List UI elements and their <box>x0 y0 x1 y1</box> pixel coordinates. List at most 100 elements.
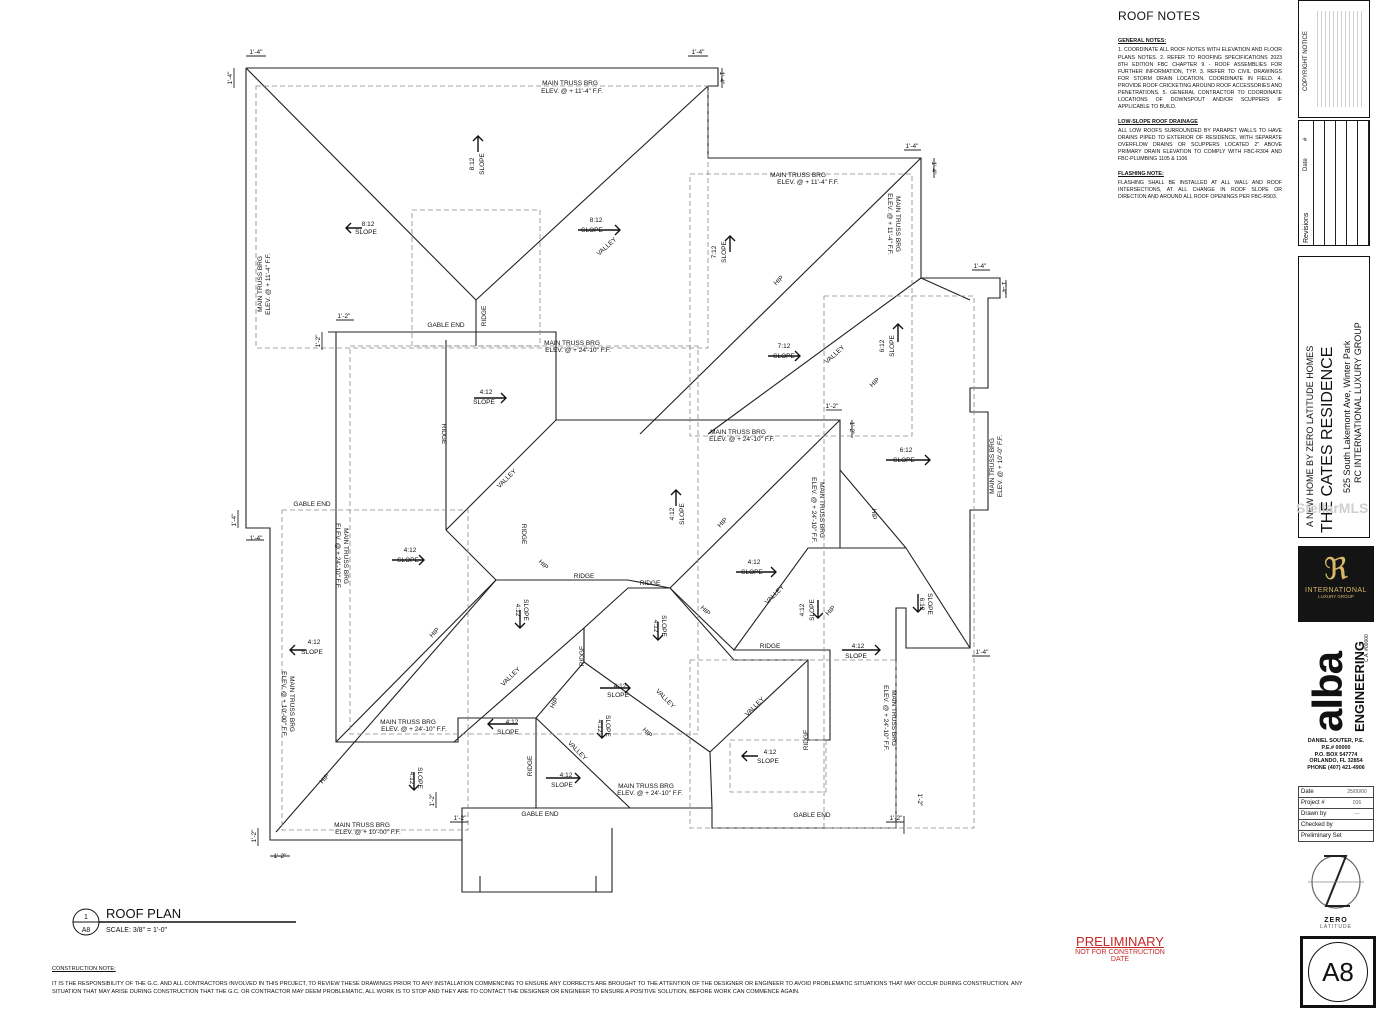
slope-value: 4:12 <box>506 719 519 726</box>
construction-note: CONSTRUCTION NOTE: IT IS THE RESPONSIBIL… <box>52 966 1037 996</box>
general-notes-text: 1. COORDINATE ALL ROOF NOTES WITH ELEVAT… <box>1118 47 1283 110</box>
field-key: Project # <box>1301 800 1325 806</box>
ridge-label: RIDGE <box>760 643 781 650</box>
field-key: Preliminary Set <box>1301 833 1342 839</box>
slope-word: SLOPE <box>893 457 915 464</box>
elev-label: ELEV. @ + 24'-10" F.F. <box>617 790 683 797</box>
revisions-date-header: Date <box>1303 158 1309 171</box>
field-key: Drawn by <box>1301 811 1327 817</box>
zero-logo-text: ZERO <box>1324 917 1348 924</box>
rc-logo: ℜ INTERNATIONAL LUXURY GROUP <box>1298 546 1374 622</box>
ridge-label: RIDGE <box>527 755 534 776</box>
slope-word: SLOPE <box>845 653 867 660</box>
general-notes-heading: GENERAL NOTES: <box>1118 38 1167 45</box>
valley-label: VALLEY <box>566 740 588 762</box>
slope-value: 8:12 <box>590 217 603 224</box>
ridge-label: RIDGE <box>520 524 527 545</box>
ridge-label: RIDGE <box>574 573 595 580</box>
copyright-box: COPYRIGHT NOTICE <box>1298 0 1370 118</box>
elev-label: ELEV. @ + 10'-00" F.F. <box>280 671 287 737</box>
plan-scale: SCALE: 3/8" = 1'-0" <box>106 927 167 934</box>
engineer-contact: DANIEL SOUTER, P.E. P.E.# 00000 P.O. BOX… <box>1298 738 1374 772</box>
sheet-info-row: Checked by <box>1298 820 1374 831</box>
zero-latitude-logo: ZERO LATITUDE <box>1300 848 1372 930</box>
valley-label: VALLEY <box>496 467 518 489</box>
dimension-label: 1'-2" <box>429 793 436 807</box>
construction-note-heading: CONSTRUCTION NOTE: <box>52 966 116 972</box>
elev-label: ELEV. @ + 24'-10" F.F. <box>810 477 817 543</box>
engineer-contact-line: DANIEL SOUTER, P.E. <box>1307 738 1365 744</box>
engineer-contact-line: P.O. BOX 547774 <box>1314 751 1358 758</box>
slope-value: 7:12 <box>711 245 718 258</box>
slope-value: 4:12 <box>852 643 865 650</box>
elev-label: ELEV. @ + 10'-00" F.F. <box>335 829 401 836</box>
slope-word: SLOPE <box>679 503 686 525</box>
slope-word: SLOPE <box>741 569 763 576</box>
rc-monogram-icon: ℜ <box>1323 552 1349 587</box>
brg-label: MAIN TRUSS BRG <box>334 822 390 829</box>
gable-end-label: GABLE END <box>521 811 559 818</box>
slope-value: 6:12 <box>900 447 913 454</box>
brg-label: MAIN TRUSS BRG <box>618 783 674 790</box>
valley-label: VALLEY <box>764 583 786 605</box>
dimension-label: 1'-4" <box>906 143 920 150</box>
engineer-contact-line: PHONE (407) 421-4906 <box>1307 765 1365 771</box>
brg-label: MAIN TRUSS BRG <box>544 340 600 347</box>
slope-value: 4:12 <box>480 389 493 396</box>
slope-value: 4:12 <box>652 620 659 633</box>
hip-label: HIP <box>870 509 877 520</box>
plan-ref-sheet: A8 <box>82 927 91 934</box>
slope-word: SLOPE <box>809 599 816 621</box>
dimension-label: 1'-4" <box>1000 282 1007 296</box>
elev-label: ELEV. @ + 11'-4" F.F. <box>541 88 603 95</box>
preliminary-stamp: PRELIMINARY NOT FOR CONSTRUCTION DATE <box>1060 934 1180 963</box>
slope-value: 4:12 <box>596 720 603 733</box>
revisions-label: Revisions <box>1303 212 1310 243</box>
slope-word: SLOPE <box>660 615 667 637</box>
brg-label: MAIN TRUSS BRG <box>342 528 349 584</box>
dimension-label: 1'-2" <box>274 853 288 860</box>
hip-label: HIP <box>641 727 654 740</box>
valley-label: VALLEY <box>596 236 619 258</box>
ridge-label: RIDGE <box>440 424 447 445</box>
dimension-label: 1'-4" <box>976 649 990 656</box>
slope-value: 4:12 <box>408 772 415 785</box>
dimension-ticks <box>233 55 1007 857</box>
revisions-box: Revisions # Date <box>1298 120 1370 246</box>
construction-note-body: IT IS THE RESPONSIBILITY OF THE G.C. AND… <box>52 981 1023 995</box>
dimension-label: 1'-4" <box>250 535 264 542</box>
stamp-date: DATE <box>1110 956 1130 963</box>
elev-label: ELEV. @ + 11'-4" F.F. <box>777 179 839 186</box>
engineer-ca: C.A. #00000 <box>1364 634 1370 662</box>
plan-labels: MAIN TRUSS BRG ELEV. @ + 11'-4" F.F. MAI… <box>227 49 1007 860</box>
gable-end-label: GABLE END <box>793 812 831 819</box>
hip-label: HIP <box>319 773 331 786</box>
slope-value: 4:12 <box>404 547 417 554</box>
slope-value: 4:12 <box>514 604 521 617</box>
field-key: Date <box>1301 789 1314 795</box>
brg-label: MAIN TRUSS BRG <box>380 719 436 726</box>
brg-label: MAIN TRUSS BRG <box>894 196 901 252</box>
ridge-label: RIDGE <box>579 645 586 666</box>
dimension-label: 1'-2" <box>890 815 904 822</box>
copyright-label: COPYRIGHT NOTICE <box>1303 31 1309 91</box>
plan-title-block: 1 A8 ROOF PLAN SCALE: 3/8" = 1'-0" <box>72 906 296 936</box>
dimension-label: 1'-4" <box>692 49 706 56</box>
dimension-label: 1'-2" <box>848 422 855 436</box>
slope-word: SLOPE <box>416 767 423 789</box>
gable-end-label: GABLE END <box>293 501 331 508</box>
slope-value: 6:12 <box>879 339 886 352</box>
field-key: Checked by <box>1301 822 1333 828</box>
sheet-number: A8 <box>1308 942 1368 1002</box>
engineer-contact-line: P.E.# 00000 <box>1321 744 1351 751</box>
slope-word: SLOPE <box>773 353 795 360</box>
ridge-label: RIDGE <box>481 305 488 326</box>
ridge-label: RIDGE <box>803 729 810 750</box>
brg-label: MAIN TRUSS BRG <box>818 482 825 538</box>
dimension-label: 1'-2" <box>315 334 322 348</box>
dimension-label: 1'-4" <box>231 513 238 527</box>
slope-value: 8:12 <box>362 221 375 228</box>
plan-title: ROOF PLAN <box>106 906 181 921</box>
stamp-subtitle: NOT FOR CONSTRUCTION <box>1075 949 1165 956</box>
